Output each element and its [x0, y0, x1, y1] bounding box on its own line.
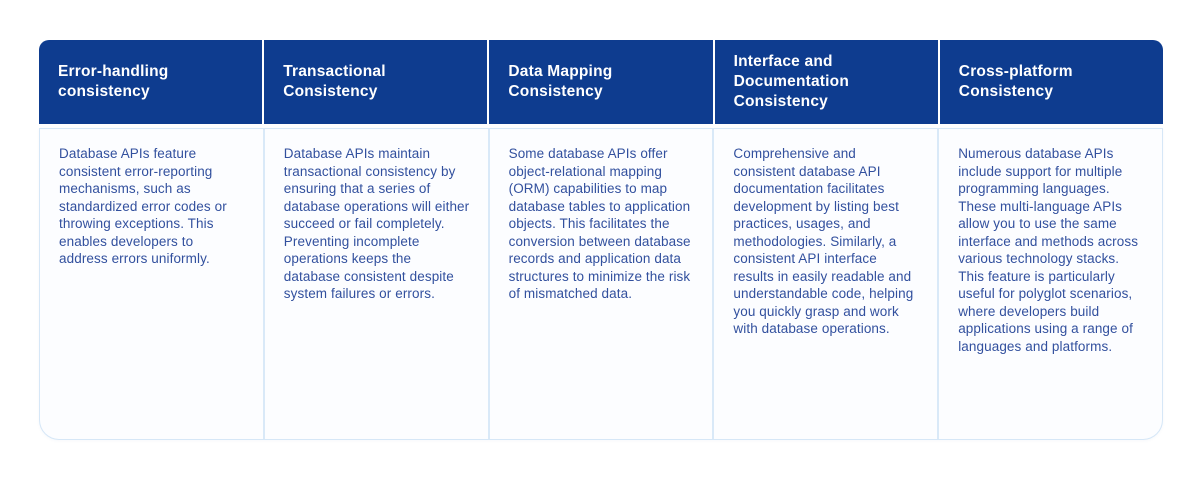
body-cell-cross-platform: Numerous database APIs include support f…: [939, 129, 1162, 439]
table-body-row: Database APIs feature consistent error-r…: [39, 128, 1163, 440]
body-cell-error-handling: Database APIs feature consistent error-r…: [40, 129, 263, 439]
body-cell-data-mapping: Some database APIs offer object-relation…: [489, 129, 713, 439]
column-header-label: Cross-platform Consistency: [958, 62, 1073, 100]
table-header-row: Error-handling consistency Transactional…: [39, 40, 1163, 124]
header-cell-transactional: Transactional Consistency: [264, 40, 488, 124]
column-header-label: Transactional Consistency: [283, 62, 386, 100]
body-cell-transactional: Database APIs maintain transactional con…: [264, 129, 488, 439]
column-header-label: Interface and Documentation Consistency: [733, 52, 850, 111]
column-body-text: Numerous database APIs include support f…: [958, 146, 1139, 354]
column-body-text: Database APIs maintain transactional con…: [283, 146, 470, 301]
body-cell-interface-documentation: Comprehensive and consistent database AP…: [714, 129, 938, 439]
header-cell-cross-platform: Cross-platform Consistency: [939, 40, 1163, 124]
header-cell-interface-documentation: Interface and Documentation Consistency: [714, 40, 938, 124]
header-cell-error-handling: Error-handling consistency: [39, 40, 263, 124]
column-header-label: Error-handling consistency: [58, 62, 169, 100]
column-body-text: Some database APIs offer object-relation…: [508, 146, 691, 301]
consistency-comparison-table: Error-handling consistency Transactional…: [39, 40, 1163, 440]
column-header-label: Data Mapping Consistency: [508, 62, 613, 100]
header-cell-data-mapping: Data Mapping Consistency: [489, 40, 713, 124]
column-body-text: Database APIs feature consistent error-r…: [59, 146, 227, 266]
column-body-text: Comprehensive and consistent database AP…: [733, 146, 914, 336]
